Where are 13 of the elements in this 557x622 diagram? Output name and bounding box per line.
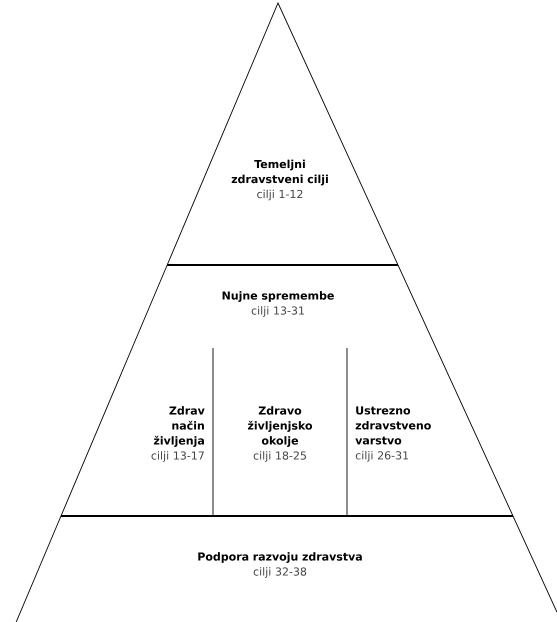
goal-range: cilji 32-38 [254, 567, 306, 578]
goal-range: cilji 13-17 [152, 451, 204, 462]
pyramid-band [60, 264, 514, 517]
band-heading: Nujne spremembe [222, 291, 334, 302]
goal-range: cilji 18-25 [254, 451, 306, 462]
band-heading: Zdrav način življenja [154, 406, 205, 447]
goal-range: cilji 1-12 [257, 190, 302, 200]
goal-range: cilji 13-31 [252, 306, 304, 317]
band-heading: Zdravo življenjsko okolje [248, 406, 312, 447]
band-heading: Podpora razvoju zdravstva [198, 552, 362, 563]
band-heading: Ustrezno zdravstveno varstvo [355, 406, 431, 445]
goal-range: cilji 26-31 [356, 451, 408, 462]
band-heading: Temeljni zdravstveni cilji [232, 160, 328, 186]
